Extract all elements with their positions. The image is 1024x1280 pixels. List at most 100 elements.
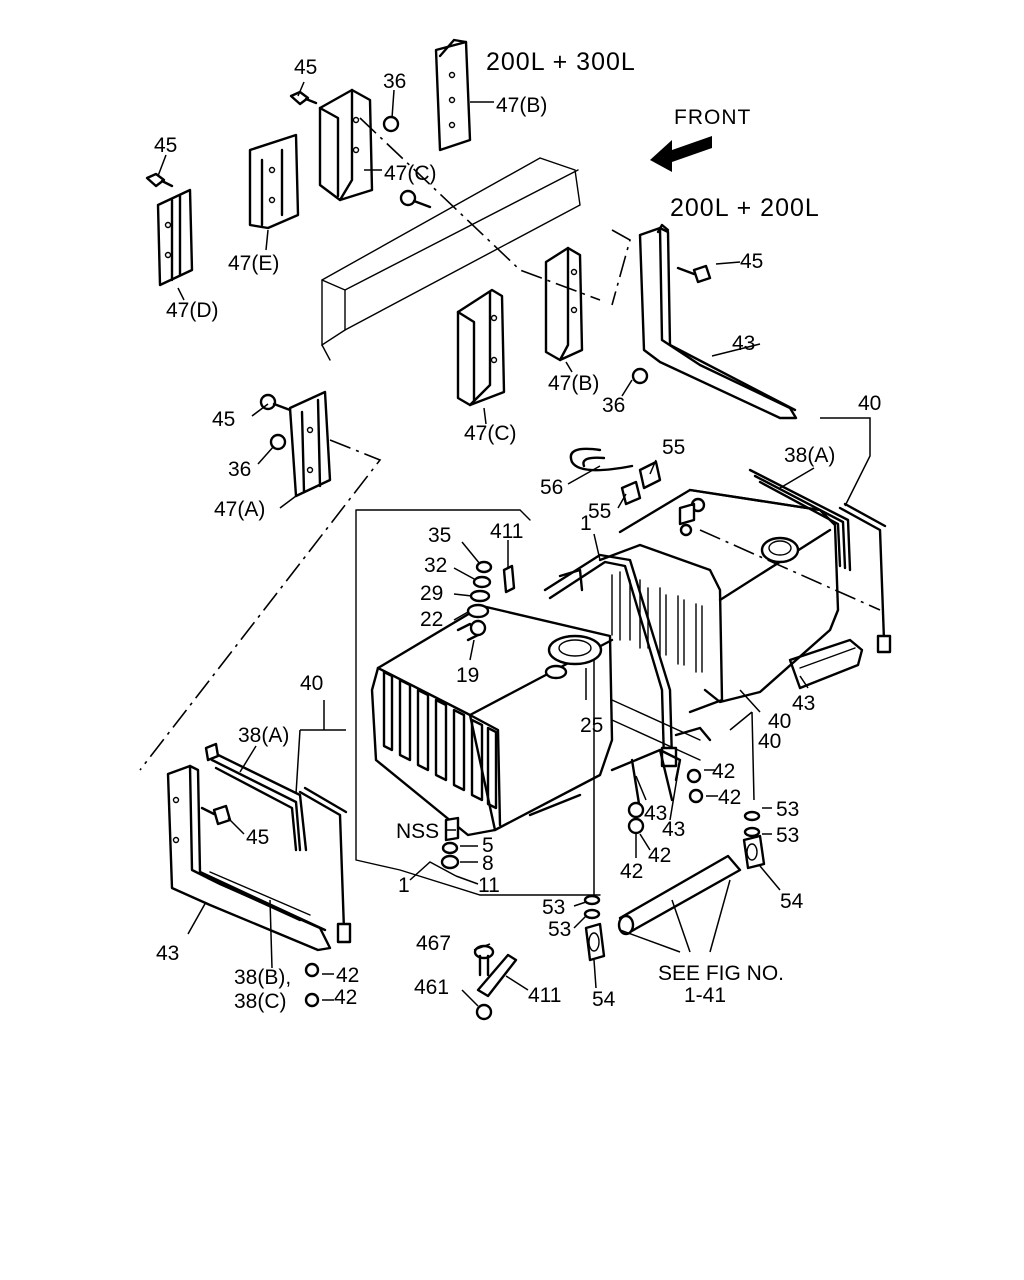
callout-38a: 38(A) [238, 724, 289, 747]
nut-icon [627, 817, 645, 835]
callout-36: 36 [602, 394, 625, 417]
nut-icon [382, 115, 400, 133]
clamp-icon [638, 460, 662, 490]
callout-40: 40 [768, 710, 791, 733]
mount-bracket-43-right [788, 638, 864, 690]
bolt-icon [259, 393, 292, 412]
clamp-icon [620, 480, 696, 537]
bolt-icon [676, 264, 712, 284]
callout-411: 411 [490, 520, 523, 543]
callout-nss: NSS [396, 820, 439, 843]
nut-icon [269, 433, 287, 451]
callout-36: 36 [228, 458, 251, 481]
callout-29: 29 [420, 582, 443, 605]
callout-40: 40 [300, 672, 323, 695]
callout-22: 22 [420, 608, 443, 631]
callout-47c: 47(C) [384, 162, 437, 185]
clamp-icon [742, 834, 766, 870]
leader-lines [157, 81, 871, 1007]
callout-411: 411 [528, 984, 561, 1007]
nut-icon [627, 801, 645, 819]
drain-parts [440, 816, 460, 870]
bracket-411-bottom [476, 953, 518, 998]
bracket-47a [288, 390, 332, 498]
callout-56: 56 [540, 476, 563, 499]
fuel-cap-icon [760, 536, 800, 564]
callout-43: 43 [792, 692, 815, 715]
callout-38a: 38(A) [784, 444, 835, 467]
bracket-47c-mid [456, 288, 506, 407]
nut-icon [475, 1003, 493, 1021]
callout-5: 5 [482, 834, 494, 857]
callout-45: 45 [740, 250, 763, 273]
callout-42: 42 [336, 964, 359, 987]
callout-45: 45 [246, 826, 269, 849]
fuel-cap-icon [544, 634, 603, 680]
nut-icon [631, 367, 649, 385]
callout-42: 42 [334, 986, 357, 1009]
washer-icon [743, 826, 761, 838]
centerline [359, 117, 601, 301]
bolt-icon [145, 172, 174, 188]
washer-icon [583, 908, 601, 920]
variant-label-200-200: 200L + 200L [670, 194, 820, 222]
callout-38c: 38(C) [234, 990, 287, 1013]
callout-45: 45 [154, 134, 177, 157]
callout-47d: 47(D) [166, 299, 219, 322]
centerline [699, 529, 881, 611]
bracket-47c-top [318, 88, 374, 202]
fuel-tank-right [618, 488, 840, 704]
callout-42: 42 [712, 760, 735, 783]
callout-11: 11 [478, 874, 500, 897]
callout-461: 461 [414, 976, 449, 999]
callout-53: 53 [776, 798, 799, 821]
washer-icon [743, 810, 761, 822]
callout-labels: 45 36 47(B) 47(C) 45 47(E) 47(D) 45 43 4… [154, 56, 881, 1013]
callout-55: 55 [662, 436, 685, 459]
callout-42: 42 [648, 844, 671, 867]
strap-38a-left [204, 742, 352, 944]
callout-467: 467 [416, 932, 451, 955]
mount-bracket-43-top [638, 223, 798, 420]
callout-47b: 47(B) [496, 94, 547, 117]
bolt-icon [399, 189, 432, 209]
callout-45: 45 [212, 408, 235, 431]
callout-54: 54 [780, 890, 804, 913]
callout-1: 1 [398, 874, 410, 897]
callout-55: 55 [588, 500, 611, 523]
callout-53: 53 [548, 918, 571, 941]
callout-36: 36 [383, 70, 406, 93]
callout-19: 19 [456, 664, 479, 687]
fuel-tank-main [370, 604, 614, 837]
callout-47c: 47(C) [464, 422, 517, 445]
callout-53: 53 [776, 824, 799, 847]
callout-25: 25 [580, 714, 603, 737]
strap-38a-right [748, 468, 892, 654]
front-label: FRONT [674, 106, 751, 129]
bolt-icon [473, 944, 495, 977]
washer-icon [583, 894, 601, 906]
nut-icon [304, 992, 320, 1008]
nut-icon [688, 788, 704, 804]
variant-label-200-300: 200L + 300L [486, 48, 636, 76]
callout-42: 42 [718, 786, 741, 809]
callout-32: 32 [424, 554, 447, 577]
callout-35: 35 [428, 524, 451, 547]
bracket-47d [156, 188, 194, 287]
callout-47e: 47(E) [228, 252, 279, 275]
front-arrow-icon [650, 136, 712, 172]
callout-47b: 47(B) [548, 372, 599, 395]
callout-47a: 47(A) [214, 498, 265, 521]
bracket-47e [248, 133, 300, 230]
group-frame [355, 509, 601, 896]
bracket-47b-top [434, 38, 472, 152]
sender-unit-parts [456, 560, 516, 642]
callout-42: 42 [620, 860, 643, 883]
hose-56 [569, 447, 634, 472]
nut-icon [686, 768, 702, 784]
bracket-47b-mid [544, 246, 584, 362]
see-fig-note-line1: SEE FIG NO. [658, 962, 784, 985]
callout-38b: 38(B), [234, 966, 291, 989]
